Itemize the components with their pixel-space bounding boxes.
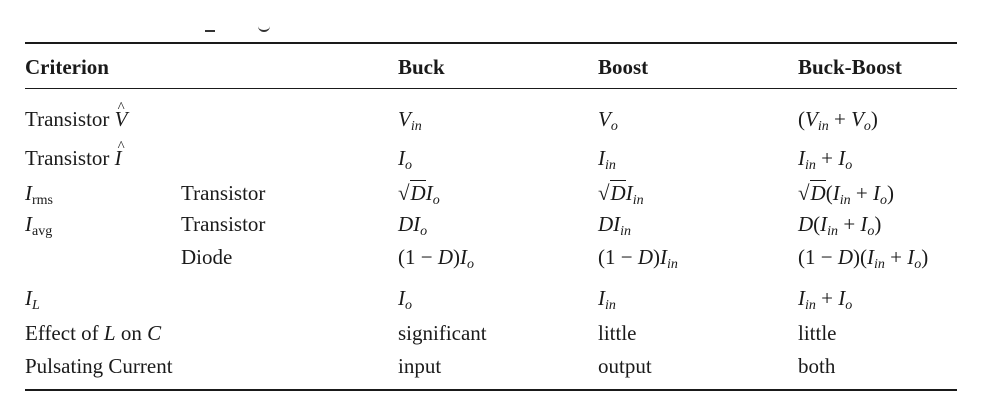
row-component-transistor: Transistor [181,181,266,205]
header-buck: Buck [398,55,445,79]
cell-buck-transistor-i: Io [398,146,412,173]
cell-buckboost-effect: little [798,321,837,345]
cell-buck-transistor-v: Vin [398,107,422,134]
row-label-irms: Irms [25,181,53,208]
cell-buckboost-pulsating: both [798,354,836,378]
table-bottom-rule [25,389,957,391]
row-label-iavg: Iavg [25,212,53,239]
v-hat-symbol: V [115,96,128,131]
header-boost: Boost [598,55,649,79]
cell-boost-iavg-diode: (1 − D)Iin [598,245,678,272]
row-label-effect-l-on-c: Effect of L on C [25,321,162,345]
row-component-diode: Diode [181,245,233,269]
cropped-text-fragment [205,30,215,32]
row-label-transistor-v: Transistor V [25,96,128,131]
row-label-pulsating-current: Pulsating Current [25,354,173,378]
cell-boost-transistor-i: Iin [598,146,616,173]
cell-boost-iavg-transistor: DIin [598,212,632,239]
cell-buckboost-iavg-diode: (1 − D)(Iin + Io) [798,245,929,272]
cell-buck-irms: √DIo [398,180,440,208]
cell-buck-effect: significant [398,321,487,345]
cell-boost-effect: little [598,321,637,345]
cropped-text-fragment [258,26,270,32]
cell-buck-iavg-diode: (1 − D)Io [398,245,475,272]
cell-buck-pulsating: input [398,354,442,378]
row-component-transistor: Transistor [181,212,266,236]
cell-boost-pulsating: output [598,354,652,378]
cell-boost-il: Iin [598,286,616,313]
header-buck-boost: Buck-Boost [798,55,902,79]
cell-buckboost-transistor-i: Iin + Io [798,146,853,173]
row-label-transistor-i: Transistor I [25,135,125,170]
row-label-il: IL [25,286,40,313]
cell-buck-il: Io [398,286,412,313]
cell-buckboost-il: Iin + Io [798,286,853,313]
i-hat-symbol: I [115,135,125,170]
cell-buck-iavg-transistor: DIo [398,212,428,239]
table-header-rule [25,88,957,89]
cell-buckboost-iavg-transistor: D(Iin + Io) [798,212,882,239]
cell-buckboost-transistor-v: (Vin + Vo) [798,107,878,134]
cell-boost-irms: √DIin [598,180,644,208]
header-criterion: Criterion [25,55,109,79]
cell-buckboost-irms: √D(Iin + Io) [798,180,894,208]
table-top-rule [25,42,957,44]
cell-boost-transistor-v: Vo [598,107,618,134]
